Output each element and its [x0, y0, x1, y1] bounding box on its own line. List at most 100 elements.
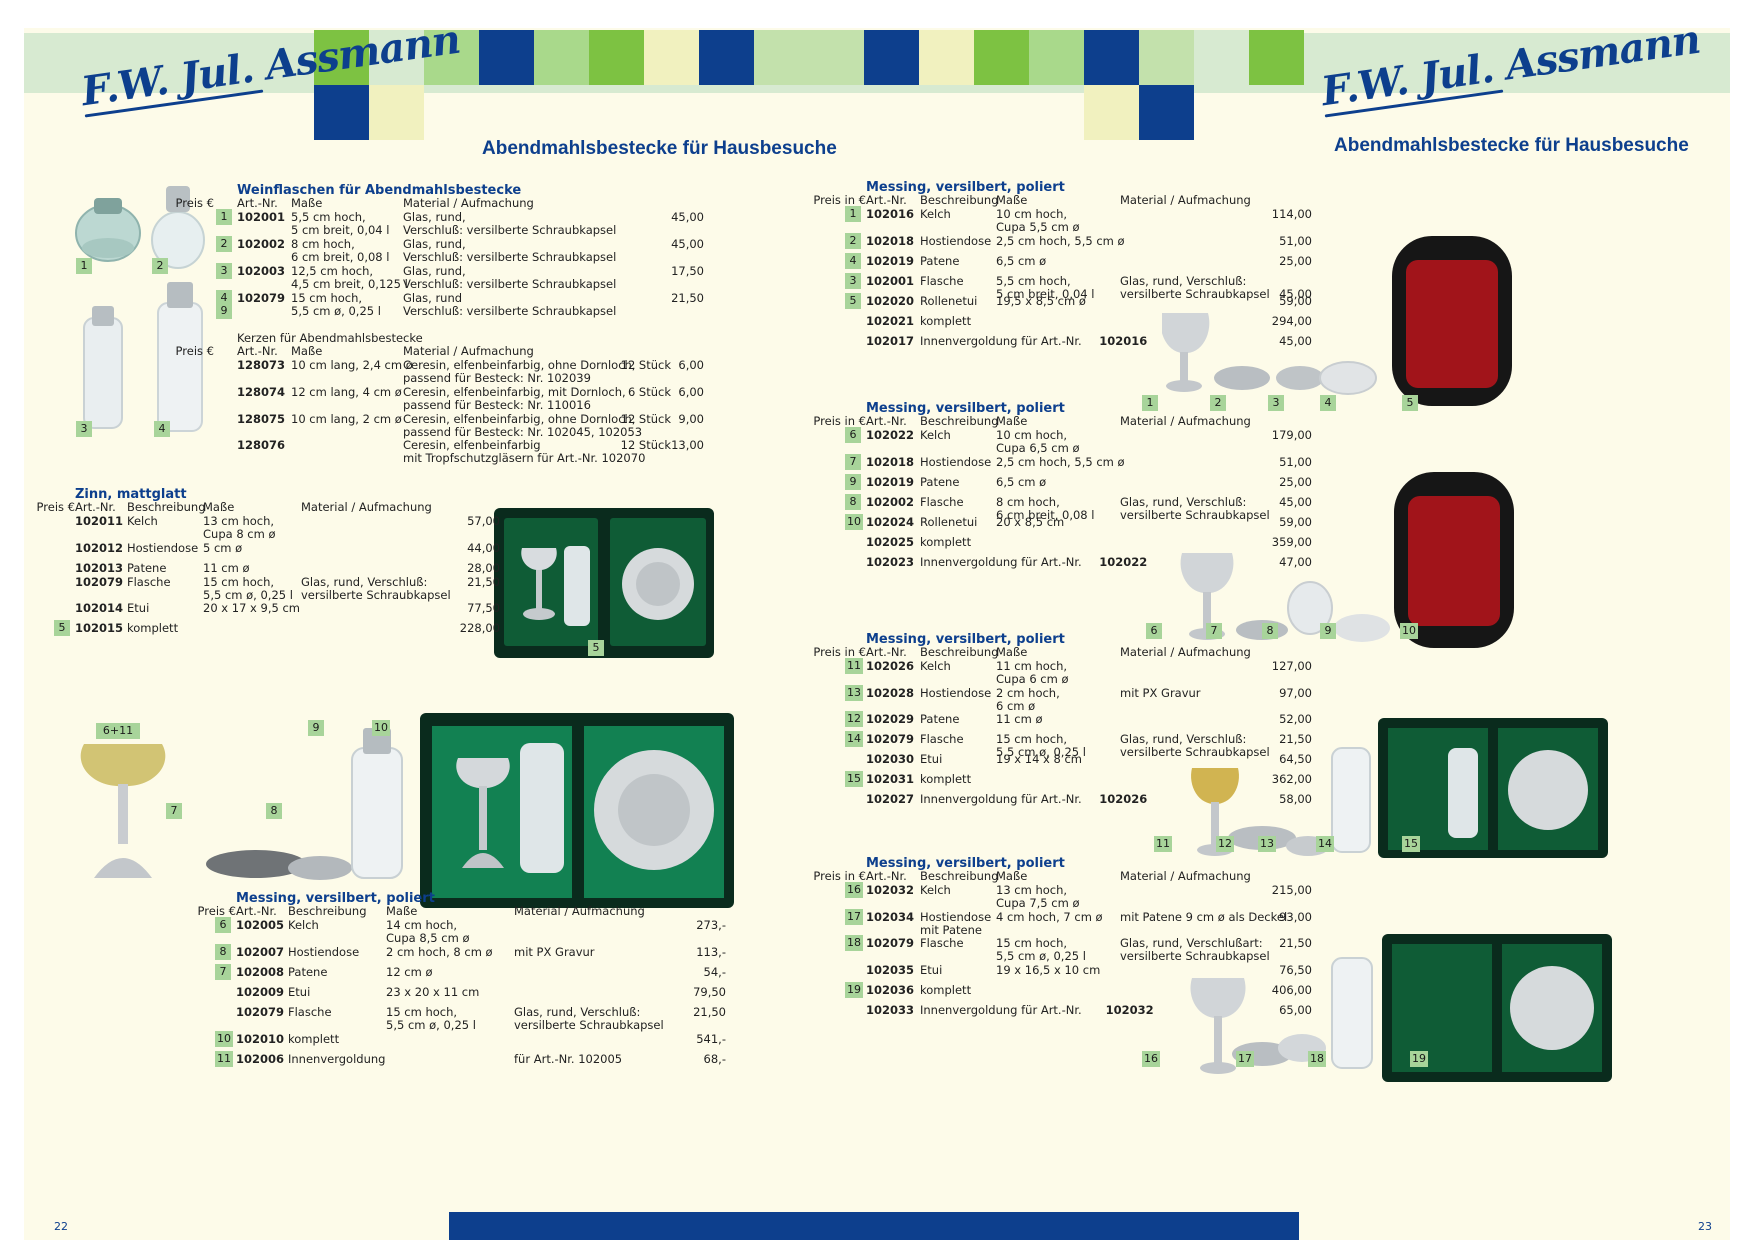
cell: 5,5 cm ø, 0,25 l	[291, 304, 381, 318]
cell: mit PX Gravur	[514, 945, 595, 959]
cell: Kelch	[920, 659, 951, 673]
cell: 13 cm hoch,	[996, 883, 1068, 897]
cell: 14 cm hoch,	[386, 918, 458, 932]
cell: 54,-	[703, 965, 726, 979]
column-header: Art.-Nr.	[866, 414, 907, 428]
item-number: 10	[845, 514, 863, 530]
cell: mit Tropfschutzgläsern für Art.-Nr. 1020…	[403, 451, 646, 465]
cell: 6 cm breit, 0,08 l	[291, 250, 390, 264]
cell: 2,5 cm hoch, 5,5 cm ø	[996, 455, 1125, 469]
article-number: 102018	[866, 234, 915, 248]
wine-bottles-photo	[75, 186, 205, 432]
item-number: 8	[215, 944, 231, 960]
photo-number-label: 16	[1142, 1051, 1160, 1067]
cell: passend für Besteck: Nr. 102045, 102053	[403, 425, 643, 439]
cell: Glas, rund, Verschluß:	[1120, 732, 1247, 746]
cell: 45,00	[671, 237, 704, 251]
cell: 6,00	[678, 358, 704, 372]
column-header: Preis in €	[813, 645, 866, 659]
referenced-article-number: 102032	[1105, 1003, 1154, 1017]
cell: versilberte Schraubkapsel	[514, 1018, 664, 1032]
color-tile	[369, 30, 424, 85]
column-header: Beschreibung	[920, 869, 999, 883]
cell: 11 cm hoch,	[996, 659, 1068, 673]
cell: 6,5 cm ø	[996, 475, 1047, 489]
cell: Hostiendose	[920, 234, 992, 248]
item-number: 19	[845, 982, 863, 998]
item-number: 16	[845, 882, 863, 898]
column-header: Preis in €	[813, 869, 866, 883]
cell: Hostiendose	[127, 541, 199, 555]
article-number: 128075	[237, 412, 286, 426]
cell: Cupa 5,5 cm ø	[996, 220, 1080, 234]
cell: Glas, rund, Verschluß:	[514, 1005, 641, 1019]
cell: Etui	[127, 601, 150, 615]
cell: Patene	[920, 254, 960, 268]
cell: 13,00	[671, 438, 704, 452]
cell: für Art.-Nr. 102005	[514, 1052, 623, 1066]
cell: 9,00	[678, 412, 704, 426]
column-header: Art.-Nr.	[236, 904, 277, 918]
color-tile	[1139, 85, 1194, 140]
cell: komplett	[920, 983, 972, 997]
cell: 113,-	[696, 945, 726, 959]
cell: 21,50	[1279, 732, 1312, 746]
cell: versilberte Schraubkapsel	[301, 588, 451, 602]
pewter-case-photo	[494, 508, 714, 658]
cell: 28,00	[467, 561, 500, 575]
cell: Cupa 8 cm ø	[203, 527, 276, 541]
column-header: Preis in €	[813, 193, 866, 207]
cell: 10 cm hoch,	[996, 207, 1068, 221]
cell: 10 cm lang, 2,4 cm ø	[291, 358, 413, 372]
section-title: Messing, versilbert, poliert	[866, 632, 1065, 647]
color-tile	[699, 30, 754, 85]
article-number: 102025	[866, 535, 915, 549]
cell: 23 x 20 x 11 cm	[386, 985, 480, 999]
section-title: Messing, versilbert, poliert	[866, 401, 1065, 416]
color-tile	[1084, 30, 1139, 85]
article-number: 102032	[866, 883, 915, 897]
photo-number-label: 6+11	[96, 723, 140, 739]
photo-number-label: 5	[588, 640, 604, 656]
cell: 45,00	[1279, 495, 1312, 509]
cell: Innenvergoldung für Art.-Nr.	[920, 334, 1082, 348]
cell: 5 cm ø	[203, 541, 243, 555]
cell: 76,50	[1279, 963, 1312, 977]
cell: 21,50	[693, 1005, 726, 1019]
photo-number-label: 8	[1262, 623, 1278, 639]
cell: Etui	[920, 752, 943, 766]
item-number: 7	[215, 964, 231, 980]
article-number: 102001	[237, 210, 286, 224]
cell: 59,00	[1279, 294, 1312, 308]
photo-number-label: 12	[1216, 836, 1234, 852]
item-number: 11	[845, 658, 863, 674]
column-header: Material / Aufmachung	[514, 904, 645, 918]
cell: Hostiendose	[920, 455, 992, 469]
cell: 6,00	[678, 385, 704, 399]
cell: Kelch	[920, 428, 951, 442]
cell: 93,00	[1279, 910, 1312, 924]
section-title: Weinflaschen für Abendmahlsbestecke	[237, 183, 522, 198]
cell: Flasche	[920, 495, 964, 509]
cell: Ceresin, elfenbeinfarbig, mit Dornloch,	[403, 385, 626, 399]
cell: 65,00	[1279, 1003, 1312, 1017]
column-header: Maße	[203, 500, 235, 514]
cell: komplett	[920, 772, 972, 786]
cell: 58,00	[1279, 792, 1312, 806]
gold-chalice-icon	[80, 744, 166, 878]
cell: Glas, rund, Verschlußart:	[1120, 936, 1263, 950]
color-tile	[314, 85, 369, 140]
